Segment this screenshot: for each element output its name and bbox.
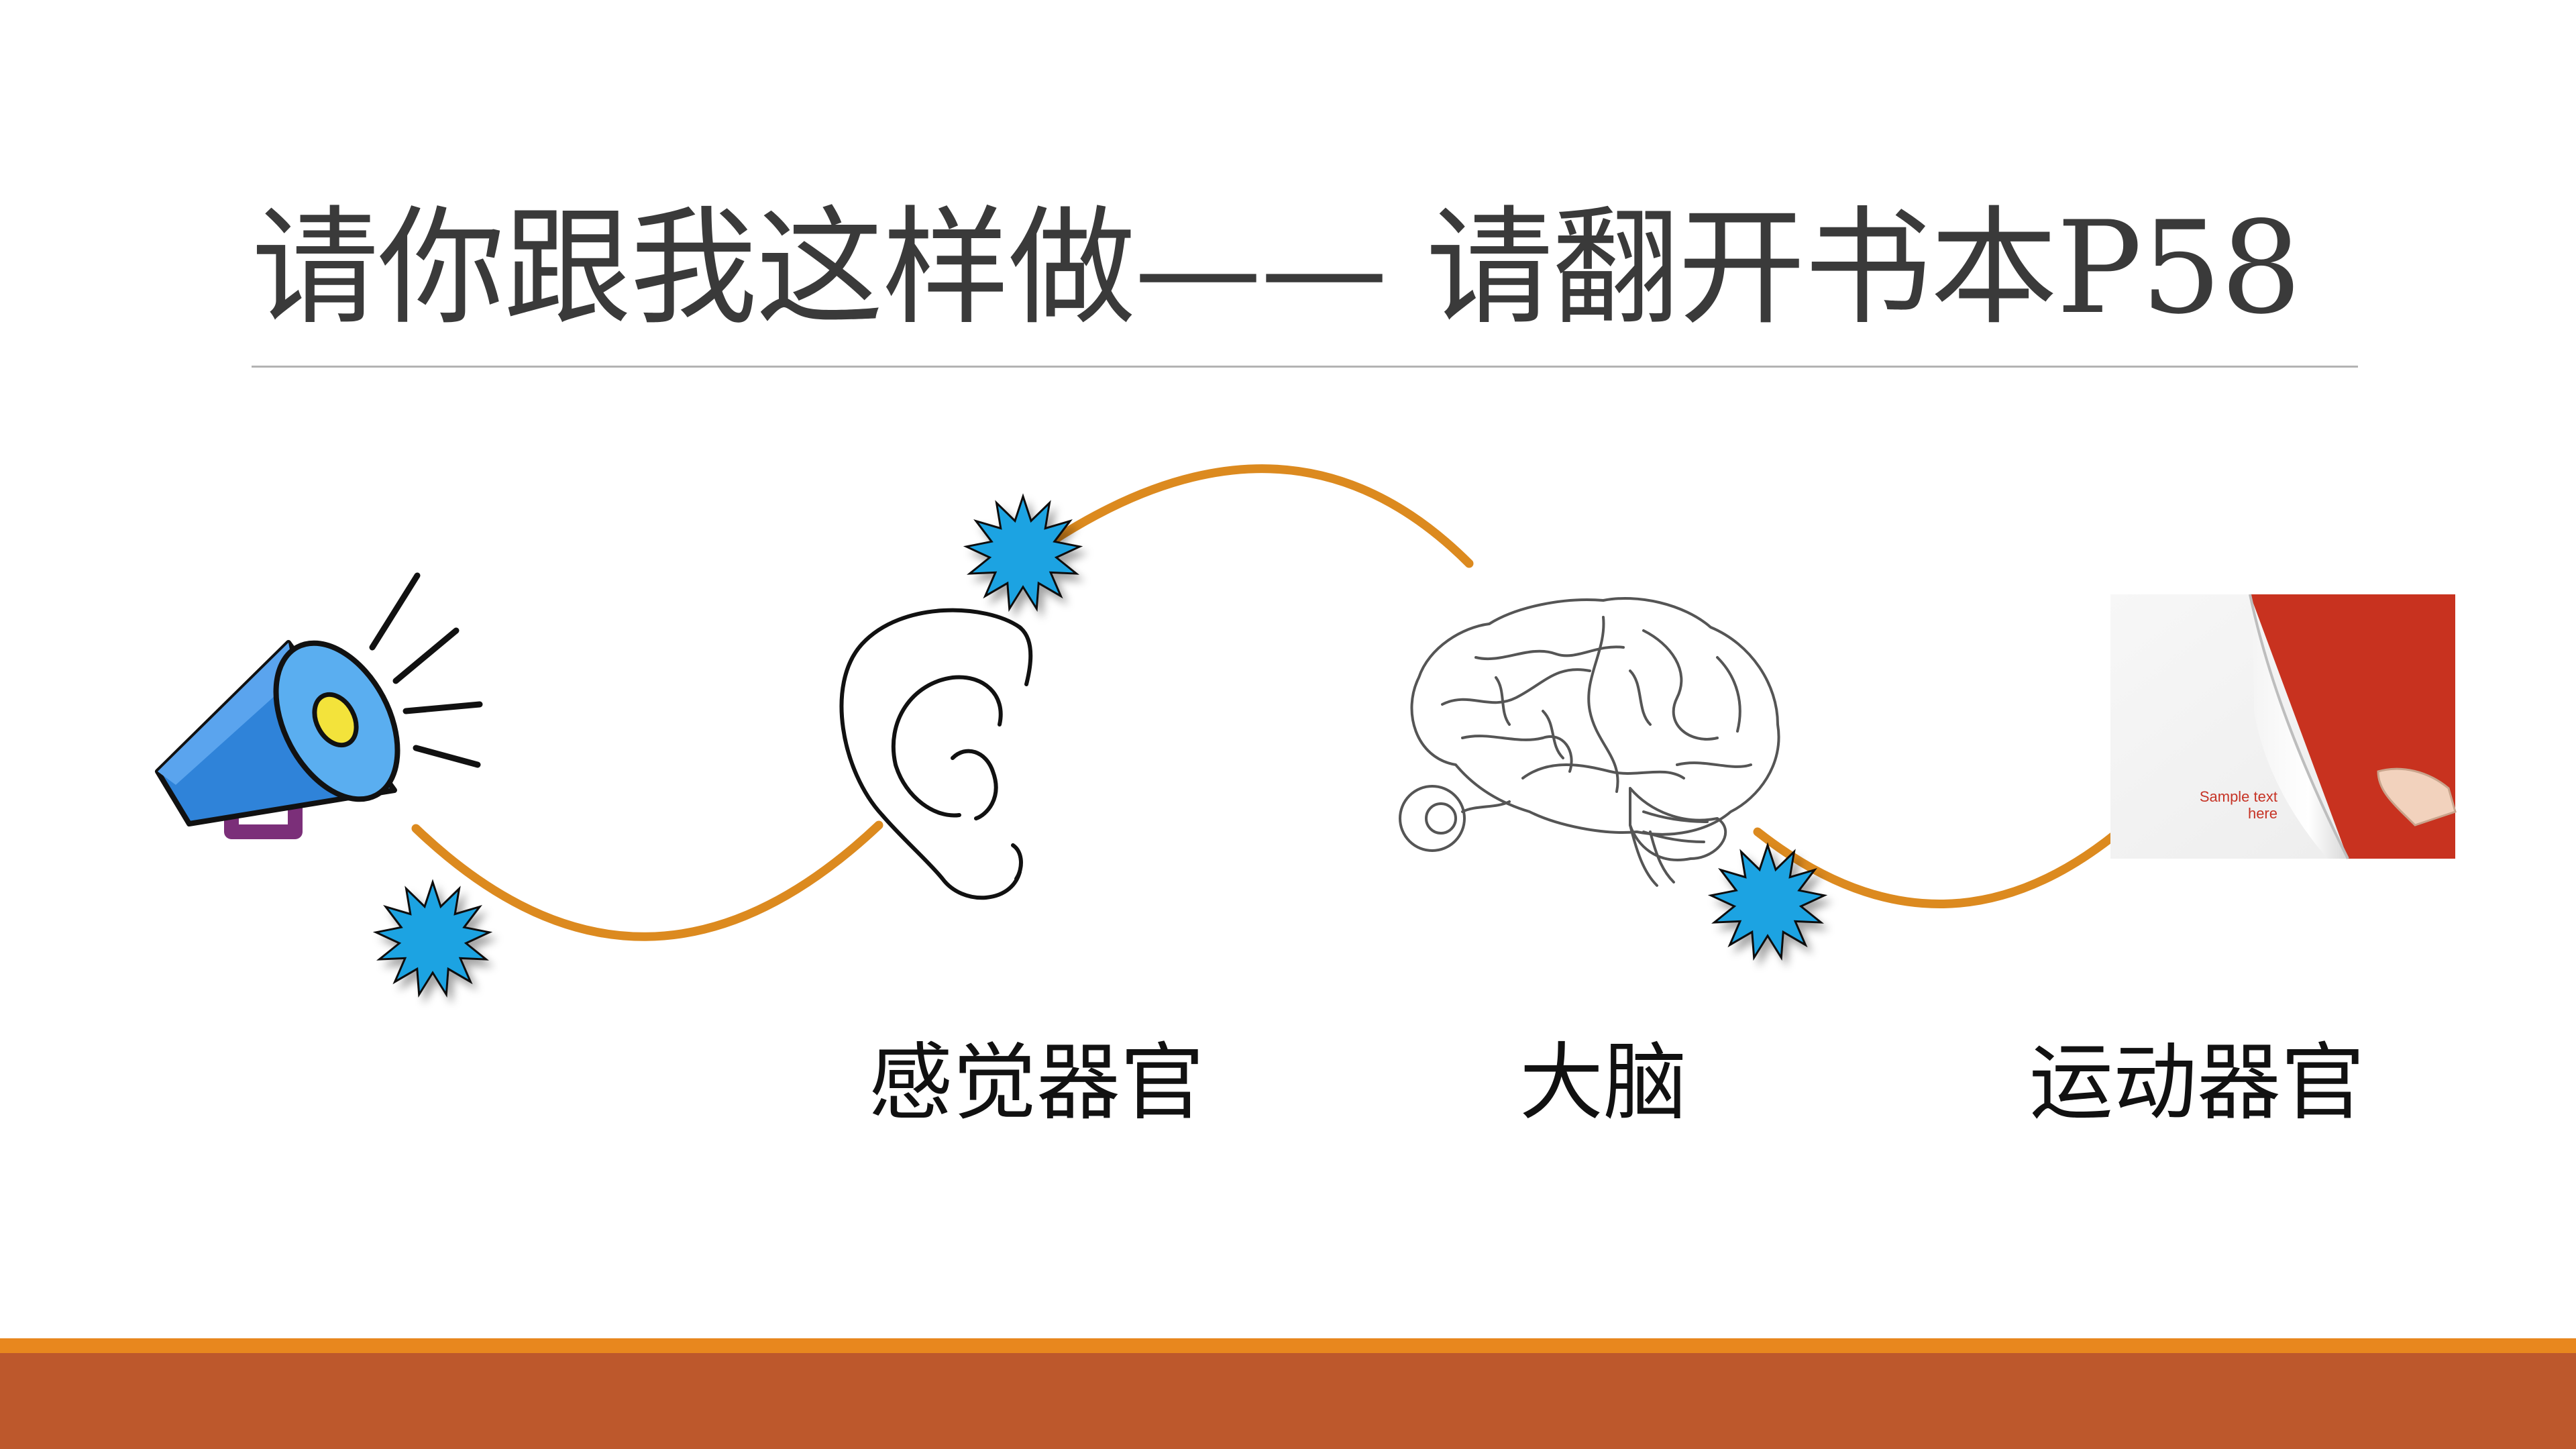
ear-icon [839, 608, 1033, 900]
label-sense-organ: 感觉器官 [869, 1034, 1204, 1132]
starburst-icon [963, 493, 1083, 612]
signal-starbursts [372, 493, 1828, 998]
brain-icon [1399, 596, 1780, 887]
label-motor-organ: 运动器官 [2029, 1034, 2365, 1132]
book-sample-text-line-1: Sample text [2200, 788, 2277, 805]
footer-band [0, 1353, 2576, 1449]
starburst-icon [1707, 842, 1828, 961]
connector-curves [411, 464, 2131, 941]
connector-megaphone-to-ear [411, 820, 883, 941]
footer-accent-line [0, 1338, 2576, 1353]
title-divider [252, 366, 2358, 368]
megaphone-icon [155, 572, 483, 839]
connector-brain-to-motor [1753, 820, 2131, 908]
connector-ear-to-brain [1002, 464, 1474, 578]
book-sample-text-line-2: here [2248, 805, 2277, 822]
page-title: 请你跟我这样做—— 请翻开书本P58 [252, 194, 2302, 342]
book-page-icon: Sample text here [2110, 594, 2457, 859]
starburst-icon [372, 879, 493, 998]
label-brain: 大脑 [1519, 1034, 1687, 1132]
